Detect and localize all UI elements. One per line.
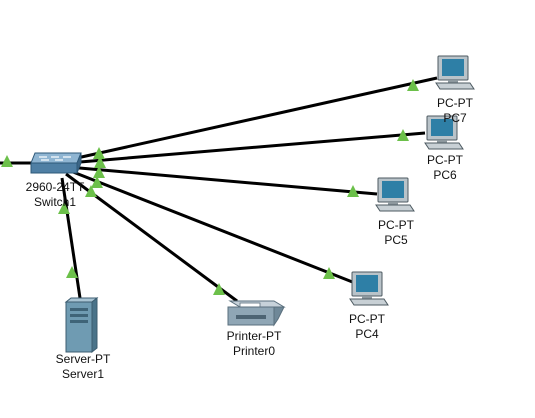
server1-label[interactable]: Server-PT Server1	[56, 352, 111, 382]
printer0-model: Printer-PT	[226, 329, 282, 343]
printer-icon[interactable]	[227, 300, 286, 327]
link-up-marker	[93, 166, 105, 178]
link-switch1-pc6[interactable]	[67, 131, 426, 165]
pc6-model: PC-PT	[427, 153, 463, 167]
link-up-marker	[407, 79, 419, 91]
pc-icon[interactable]	[424, 115, 464, 150]
link-up-marker	[93, 147, 105, 159]
link-up-marker	[397, 129, 409, 141]
printer0-name: Printer0	[232, 344, 276, 358]
pc-icon[interactable]	[435, 55, 475, 90]
link-up-marker	[94, 156, 106, 168]
server-icon[interactable]	[64, 296, 99, 354]
pc4-name: PC4	[355, 327, 379, 341]
link-up-marker	[1, 155, 13, 167]
link-switch1-pc5[interactable]	[67, 165, 378, 196]
pc6-name: PC6	[433, 168, 457, 182]
switch1-model: 2960-24TT	[25, 180, 85, 194]
pc4-label[interactable]: PC-PT PC4	[349, 312, 385, 342]
switch1-name: Switch1	[33, 195, 77, 209]
pc-icon[interactable]	[349, 271, 389, 306]
pc-icon[interactable]	[375, 177, 415, 212]
pc4-model: PC-PT	[349, 312, 385, 326]
printer0-label[interactable]: Printer-PT Printer0	[227, 329, 282, 359]
link-up-marker	[91, 176, 103, 188]
link-up-marker	[85, 185, 97, 197]
switch1-label[interactable]: 2960-24TT Switch1	[26, 180, 85, 210]
pc6-label[interactable]: PC-PT PC6	[427, 153, 463, 183]
link-up-marker	[347, 185, 359, 197]
switch-icon[interactable]	[30, 152, 82, 174]
link-up-marker	[323, 267, 335, 279]
pc7-label[interactable]: PC-PT PC7	[437, 96, 473, 126]
link-switch1-pc7[interactable]	[67, 76, 438, 162]
server1-name: Server1	[61, 367, 105, 381]
server1-model: Server-PT	[55, 352, 111, 366]
link-switch1-pc4[interactable]	[67, 168, 356, 285]
pc5-name: PC5	[384, 233, 408, 247]
pc5-label[interactable]: PC-PT PC5	[378, 218, 414, 248]
pc7-name: PC7	[443, 111, 467, 125]
link-up-marker	[66, 266, 78, 278]
pc7-model: PC-PT	[437, 96, 473, 110]
link-up-marker	[213, 283, 225, 295]
link-up-marker	[58, 202, 70, 214]
pc5-model: PC-PT	[378, 218, 414, 232]
